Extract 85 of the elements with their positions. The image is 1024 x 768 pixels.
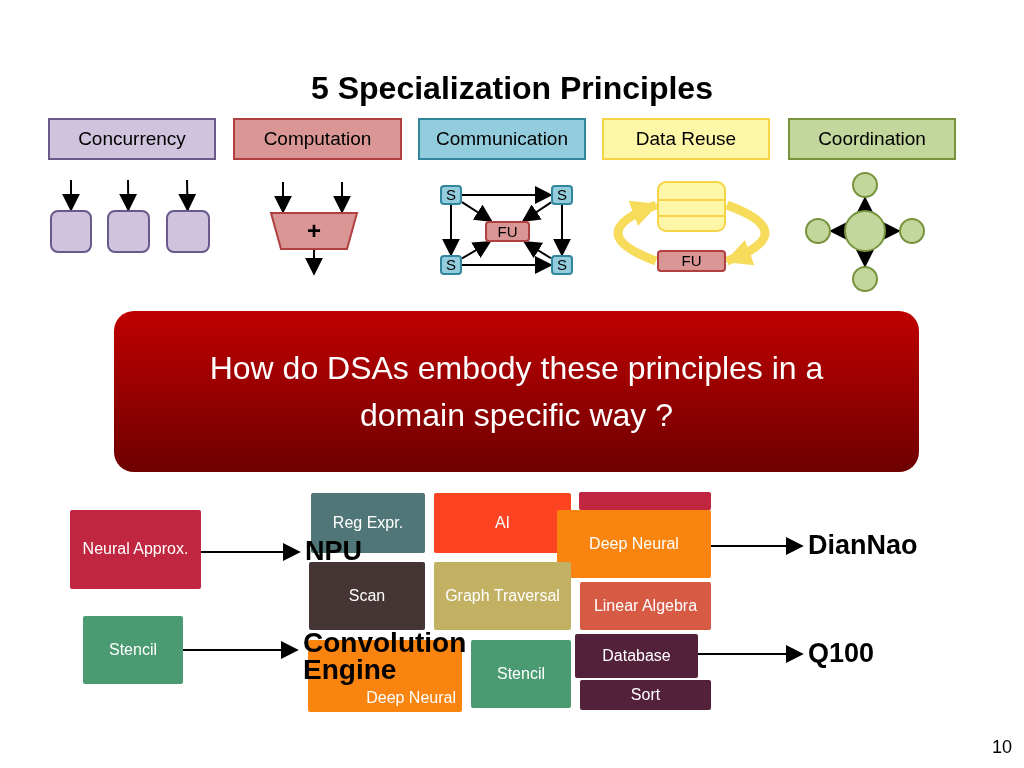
domain-tile — [434, 493, 571, 553]
principle-box — [48, 118, 216, 160]
hub-circle — [844, 210, 886, 252]
principle-label: Communication — [436, 126, 568, 151]
domain-label: Linear Algebra — [593, 595, 698, 616]
question-banner — [114, 311, 919, 472]
domain-tile — [557, 510, 711, 578]
principle-box — [418, 118, 586, 160]
node-circle — [899, 218, 925, 244]
arrow — [119, 179, 138, 212]
principle-label: Coordination — [818, 126, 926, 151]
domain-tile — [471, 640, 571, 708]
node-circle — [852, 172, 878, 198]
unit-label: FU — [681, 251, 702, 271]
arrow — [182, 641, 299, 659]
switch-box — [440, 255, 462, 275]
switch-box — [551, 255, 573, 275]
arrow — [856, 249, 874, 268]
node-circle — [805, 218, 831, 244]
arrow — [274, 181, 292, 214]
accelerator-name: Q100 — [802, 636, 908, 672]
domain-label: Neural Approx. — [82, 539, 189, 560]
domain-label: Reg Expr. — [332, 513, 404, 533]
processing-unit-box — [107, 210, 150, 253]
domain-tile — [580, 582, 711, 630]
domain-label: Deep Neural — [366, 688, 456, 709]
domain-label: Graph Traversal — [445, 585, 560, 606]
domain-label: Deep Neural — [589, 533, 679, 554]
adder-symbol: + — [307, 216, 321, 247]
arrow — [461, 186, 553, 204]
accelerator-name: DianNao — [802, 528, 938, 564]
domain-tile — [83, 616, 183, 684]
node-circle — [852, 266, 878, 292]
principle-label: Data Reuse — [635, 126, 737, 151]
arrow — [200, 543, 301, 561]
arrow — [553, 204, 571, 257]
processing-unit-box — [50, 210, 92, 253]
functional-unit-box — [657, 250, 726, 272]
slide-title: 5 Specialization Principles — [310, 70, 714, 107]
principle-box — [602, 118, 770, 160]
domain-label: AI — [494, 513, 511, 533]
domain-tile — [309, 562, 425, 630]
domain-label: Scan — [348, 585, 386, 606]
domain-tile — [575, 634, 698, 678]
domain-tile — [580, 680, 711, 710]
domain-tile — [434, 562, 571, 630]
arrow — [305, 249, 323, 276]
switch-label: S — [446, 255, 456, 275]
arrow — [521, 201, 552, 222]
arrow — [333, 181, 351, 214]
arrow — [710, 537, 804, 555]
adder-shape — [270, 212, 358, 250]
buffer-box — [657, 181, 726, 232]
principle-box — [233, 118, 402, 160]
switch-label: S — [557, 185, 567, 205]
arrow — [62, 179, 80, 212]
arrow — [461, 241, 492, 260]
principle-label: Concurrency — [78, 126, 186, 151]
arrow — [461, 256, 553, 274]
switch-label: S — [557, 255, 567, 275]
principle-label: Computation — [263, 126, 372, 151]
switch-box — [551, 185, 573, 205]
switch-label: S — [446, 185, 456, 205]
arrow — [442, 204, 460, 257]
arrow — [461, 201, 493, 222]
domain-tile — [579, 492, 711, 510]
arrow — [178, 179, 197, 212]
arrow — [697, 645, 804, 663]
functional-unit-box — [485, 221, 530, 242]
principle-box — [788, 118, 956, 160]
domain-label: Stencil — [497, 663, 545, 684]
domain-label: Database — [602, 645, 671, 666]
processing-unit-box — [166, 210, 210, 253]
curved-arrow — [724, 200, 770, 266]
question-text: How do DSAs embody these principles in a domain specific way ? — [208, 349, 825, 435]
page-number: 10 — [991, 737, 1012, 758]
curved-arrow — [613, 200, 659, 266]
domain-label: Stencil — [109, 639, 157, 660]
domain-label: Sort — [630, 684, 661, 705]
arrow — [523, 241, 552, 260]
arrow — [829, 222, 848, 240]
switch-box — [440, 185, 462, 205]
arrow — [882, 222, 901, 240]
unit-label: FU — [497, 221, 518, 242]
domain-tile — [70, 510, 201, 589]
